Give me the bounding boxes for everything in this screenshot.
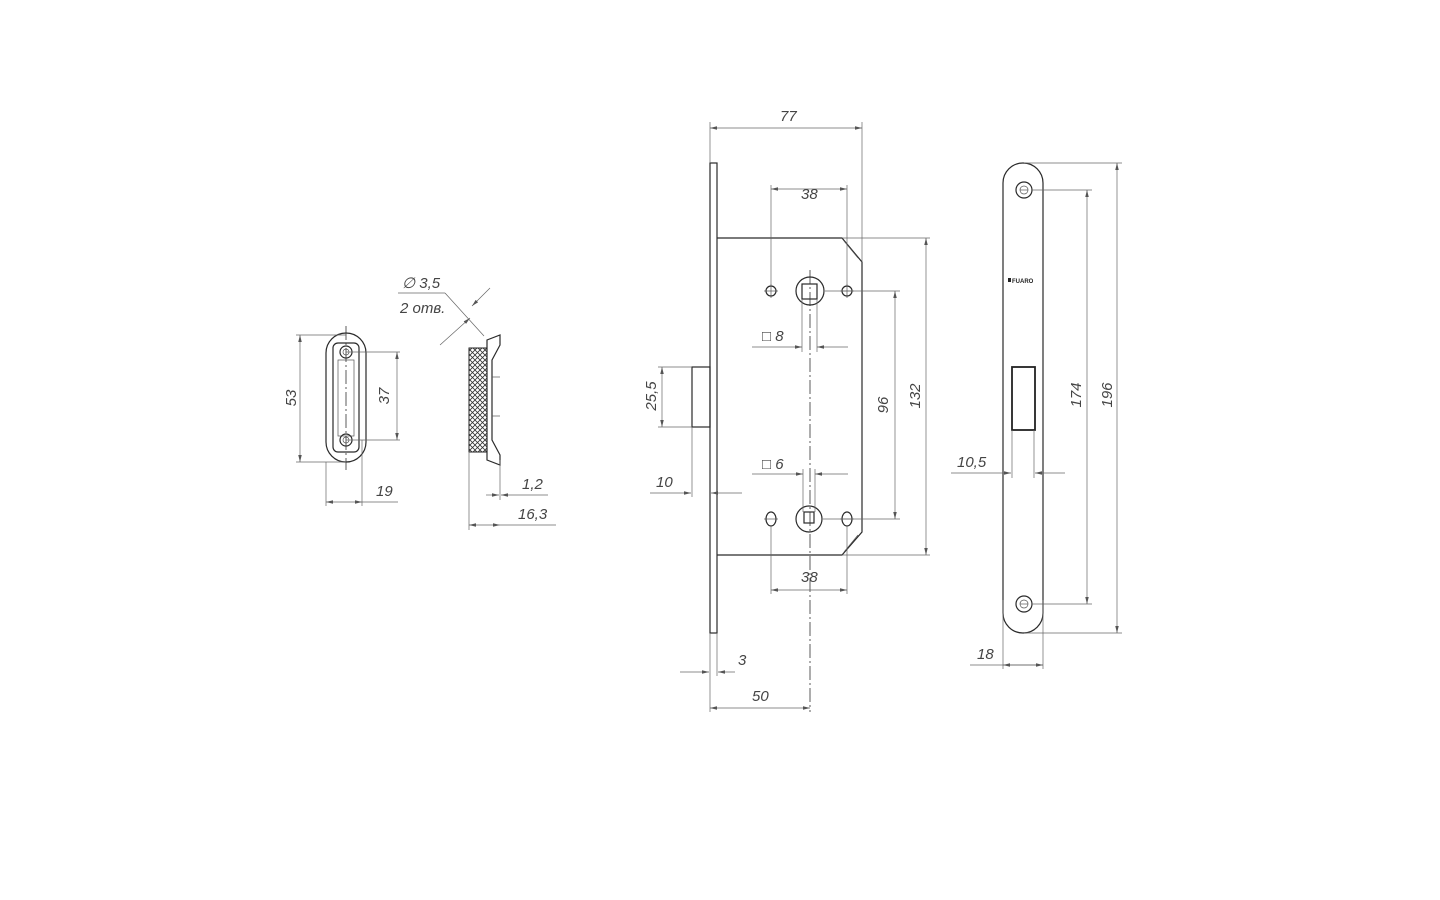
dim-faceplate-thickness: 3	[738, 652, 747, 669]
latch-slot	[1011, 366, 1036, 431]
faceplate-front-view: FUARO 174 196 10,5 18	[951, 162, 1122, 669]
dim-square-8: □ 8	[762, 328, 784, 345]
dim-slot-width: 10,5	[957, 454, 987, 471]
hole-count-note: 2 отв.	[399, 300, 445, 317]
strike-plate-side-view: ∅ 3,5 2 отв. 1,2 16,3	[398, 275, 556, 530]
latch-bolt	[691, 366, 711, 428]
screw-hole-icon	[1015, 181, 1033, 199]
lock-faceplate-edge	[709, 162, 718, 634]
dim-overall-width: 77	[780, 108, 797, 125]
dim-latch-height: 25,5	[643, 381, 660, 412]
mount-hole-icon	[764, 284, 778, 298]
strike-plate-front-view: 53 37 19	[283, 326, 400, 506]
dim-strike-hole-spacing: 37	[376, 387, 393, 404]
lock-case	[717, 237, 863, 556]
dim-hole-diameter: ∅ 3,5	[402, 275, 441, 292]
spindle-hole-icon	[795, 505, 823, 533]
screw-hole-icon	[1015, 595, 1033, 613]
dim-top-hole-spacing: 38	[801, 186, 818, 203]
dim-faceplate-length: 196	[1099, 382, 1116, 408]
dim-bottom-hole-spacing: 38	[801, 569, 818, 586]
dim-strike-width: 19	[376, 483, 393, 500]
dim-strike-height: 53	[283, 389, 300, 406]
faceplate-outline	[1002, 162, 1044, 634]
dim-backset: 50	[752, 688, 769, 705]
dim-faceplate-width: 18	[977, 646, 994, 663]
dim-faceplate-hole-spacing: 174	[1068, 382, 1085, 407]
dim-spindle-distance: 96	[875, 396, 892, 413]
brand-logo: FUARO	[1012, 279, 1034, 285]
dim-case-height: 132	[907, 383, 924, 409]
dim-square-6: □ 6	[762, 456, 784, 473]
mount-hole-icon	[764, 511, 778, 527]
dim-strike-depth: 16,3	[518, 506, 548, 523]
brand-logo-mark	[1008, 278, 1011, 282]
lock-body-view: 77 38 38 □ 8 □ 6 96 132 25,5 10	[643, 108, 930, 712]
dim-latch-projection: 10	[656, 474, 673, 491]
dim-flange-thickness: 1,2	[522, 476, 544, 493]
